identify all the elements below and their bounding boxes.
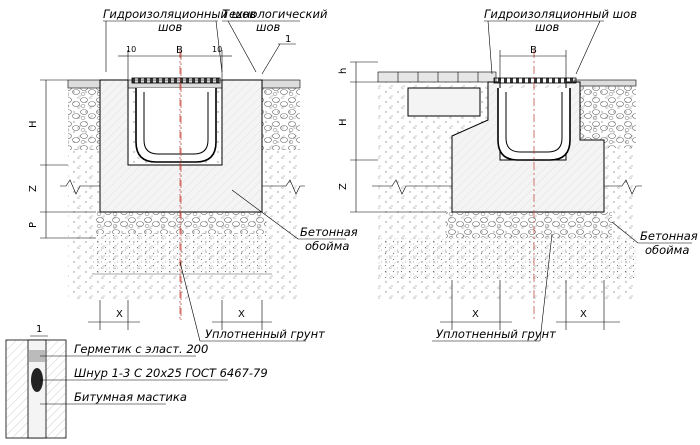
left-waterproof-seam-label-2: шов xyxy=(158,20,183,34)
detail-mastic-label: Битумная мастика xyxy=(74,390,187,404)
left-dim-gap-left: 10 xyxy=(126,45,136,54)
left-side-gravel-right xyxy=(262,88,300,150)
left-channel-body xyxy=(135,88,217,163)
right-surface-right xyxy=(573,79,637,87)
left-dim-h: H xyxy=(28,120,39,128)
right-soil-label: Уплотненный грунт xyxy=(436,327,556,341)
right-bedding-gravel xyxy=(446,212,612,238)
left-dim-z: Z xyxy=(28,185,39,192)
right-grate xyxy=(493,77,577,84)
detail-sealant xyxy=(29,350,45,362)
left-tech-seam-label-2: шов xyxy=(256,20,281,34)
left-tech-seam-label-1: Технологический xyxy=(222,7,328,21)
right-compacted-soil xyxy=(378,238,636,278)
detail-sealant-label: Герметик с эласт. 200 xyxy=(74,342,208,356)
right-dim-h: H xyxy=(338,118,349,126)
left-dim-x-right: X xyxy=(238,309,245,320)
left-side-gravel-left xyxy=(68,88,100,150)
right-dim-x-right: X xyxy=(580,309,587,320)
right-concrete-label-2: обойма xyxy=(645,243,689,257)
left-soil-label: Уплотненный грунт xyxy=(205,327,325,341)
right-waterproof-seam-label: Гидроизоляционный шов xyxy=(484,7,637,21)
left-waterproof-seam-label: Гидроизоляционный шов xyxy=(103,7,256,21)
right-paving xyxy=(377,71,497,83)
left-compacted-soil xyxy=(92,234,272,274)
detail-cord-label: Шнур 1-3 С 20х25 ГОСТ 6467-79 xyxy=(74,366,268,380)
detail-cord xyxy=(31,368,43,392)
left-dim-gap-right: 10 xyxy=(212,45,222,54)
right-channel-body xyxy=(497,88,571,161)
right-dim-h-small: h xyxy=(338,68,349,74)
detail-number: 1 xyxy=(36,324,42,335)
right-view: B Гидроизоляционный шов шов h H Z X X Бе… xyxy=(338,7,698,342)
right-side-gravel xyxy=(574,86,636,148)
left-callout-number: 1 xyxy=(285,34,291,45)
right-dim-z: Z xyxy=(338,183,349,190)
left-concrete-label-1: Бетонная xyxy=(300,225,358,239)
left-grate xyxy=(131,77,221,84)
right-dim-b: B xyxy=(530,45,537,56)
left-dim-x-left: X xyxy=(116,309,123,320)
right-waterproof-seam-label-2: шов xyxy=(535,20,560,34)
detail-1: 1 Герметик с эласт. 200 Шнур 1-3 С 20х25… xyxy=(5,324,268,439)
left-concrete-label-2: обойма xyxy=(305,239,349,253)
left-dim-p: P xyxy=(28,222,39,228)
right-dim-x-left: X xyxy=(472,309,479,320)
left-view: B 10 10 Гидроизоляционный шов шов Технол… xyxy=(28,7,358,342)
right-curb xyxy=(407,87,481,117)
right-concrete-label-1: Бетонная xyxy=(640,229,698,243)
left-dim-b: B xyxy=(176,45,183,56)
